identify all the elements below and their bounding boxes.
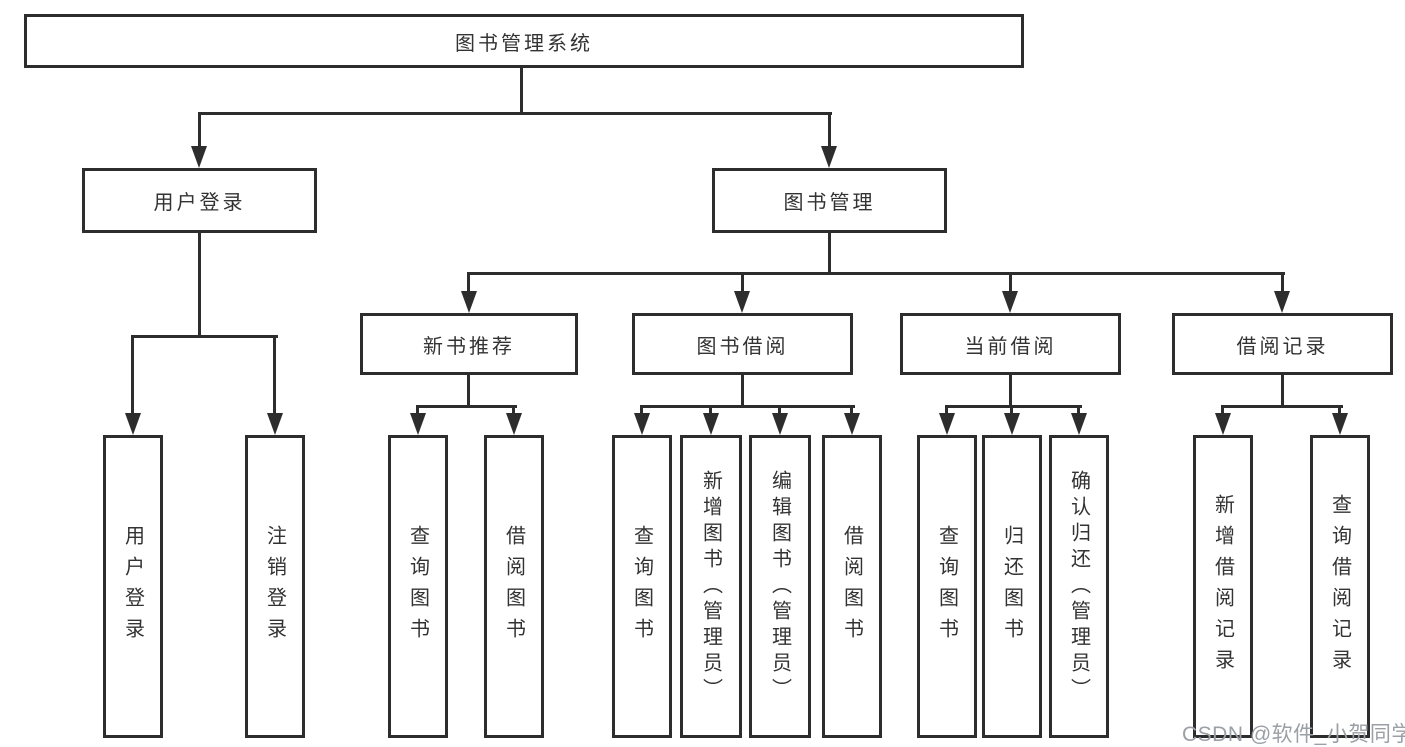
connector-to-leaf-stem [512,405,515,416]
leaf-recommend-query-books: 查询图书 [388,435,448,738]
leaf-label: 查询图书 [935,524,958,649]
node-label: 当前借阅 [964,335,1057,358]
leaf-label: 借阅图书 [840,524,863,649]
connector-to-leaf-stem [945,405,948,416]
node-label: 图书借阅 [696,335,789,358]
connector-current-stem [1009,375,1012,407]
leaf-recommend-borrow-books: 借阅图书 [484,435,544,738]
leaf-logout: 注销登录 [245,435,305,738]
leaf-borrow-query-books: 查询图书 [612,435,672,738]
connector-to-leaf-stem [131,335,134,415]
connector-to-leaf-stem [1010,405,1013,416]
arrow-down-icon [703,413,719,435]
leaf-label: 归还图书 [1000,524,1023,649]
node-new-book-recommend: 新书推荐 [360,313,578,375]
connector-to-leaf-stem [709,405,712,416]
leaf-label: 确认归还（管理员） [1067,469,1090,704]
arrow-down-icon [1215,413,1231,435]
leaf-current-confirm-return-admin: 确认归还（管理员） [1049,435,1109,738]
node-label: 图书管理 [783,192,876,214]
node-label: 借阅记录 [1236,335,1329,358]
connector-to-level3-stem [467,272,470,293]
arrow-down-icon [772,413,788,435]
arrow-down-icon [461,291,477,313]
connector-recommend-stem [467,375,470,407]
connector-root-split [198,112,832,115]
node-label: 图书管理系统 [455,32,593,55]
leaf-label: 新增借阅记录 [1211,493,1234,680]
connector-root-stem [520,68,523,112]
connector-records-stem [1281,375,1284,407]
connector-to-level3-stem [1281,272,1284,293]
arrow-down-icon [125,413,141,435]
node-book-borrow: 图书借阅 [632,313,853,375]
leaf-label: 注销登录 [263,524,286,649]
leaf-user-login: 用户登录 [103,435,163,738]
connector-records-split [1222,405,1343,408]
arrow-down-icon [1071,413,1087,435]
connector-to-leaf-stem [273,335,276,415]
leaf-records-add-record: 新增借阅记录 [1193,435,1253,738]
leaf-borrow-edit-books-admin: 编辑图书（管理员） [749,435,811,738]
connector-to-leaf-stem [1077,405,1080,416]
connector-user-stem [198,233,201,335]
arrow-down-icon [939,413,955,435]
connector-to-leaf-stem [850,405,853,416]
connector-current-split [946,405,1082,408]
connector-management-stem [828,233,831,272]
connector-to-level3-stem [741,272,744,293]
connector-to-user-login-stem [198,112,201,148]
arrow-down-icon [844,413,860,435]
leaf-label: 查询图书 [406,524,429,649]
node-borrow-records: 借阅记录 [1172,313,1393,375]
connector-to-book-management-stem [828,112,831,148]
node-label: 用户登录 [153,192,246,214]
connector-to-level3-stem [1009,272,1012,293]
arrow-down-icon [1004,413,1020,435]
connector-recommend-split [417,405,517,408]
leaf-label: 新增图书（管理员） [699,469,722,704]
arrow-down-icon [734,291,750,313]
node-book-management: 图书管理 [712,168,947,233]
arrow-down-icon [506,413,522,435]
connector-user-split [132,335,278,338]
arrow-down-icon [1002,291,1018,313]
arrow-down-icon [191,146,207,168]
connector-to-leaf-stem [778,405,781,416]
leaf-label: 查询图书 [630,524,653,649]
connector-to-leaf-stem [1221,405,1224,416]
leaf-current-query-books: 查询图书 [917,435,977,738]
leaf-label: 借阅图书 [502,524,525,649]
arrow-down-icon [1332,413,1348,435]
leaf-records-query-record: 查询借阅记录 [1310,435,1370,738]
node-system-root: 图书管理系统 [24,14,1024,68]
connector-to-leaf-stem [416,405,419,416]
connector-to-leaf-stem [640,405,643,416]
node-current-borrow: 当前借阅 [900,313,1121,375]
connector-to-leaf-stem [1338,405,1341,416]
leaf-label: 查询借阅记录 [1328,493,1351,680]
leaf-label: 编辑图书（管理员） [768,469,791,704]
arrow-down-icon [634,413,650,435]
arrow-down-icon [410,413,426,435]
leaf-current-return-books: 归还图书 [982,435,1042,738]
node-user-login: 用户登录 [82,168,317,233]
node-label: 新书推荐 [423,335,515,358]
arrow-down-icon [1274,291,1290,313]
connector-management-split [468,272,1285,275]
leaf-borrow-add-books-admin: 新增图书（管理员） [680,435,742,738]
leaf-borrow-borrow-books: 借阅图书 [822,435,882,738]
leaf-label: 用户登录 [121,524,144,649]
arrow-down-icon [267,413,283,435]
connector-borrow-stem [741,375,744,407]
csdn-watermark: CSDN @软件_小贺同学 [1182,723,1405,746]
connector-borrow-split [641,405,855,408]
arrow-down-icon [821,146,837,168]
